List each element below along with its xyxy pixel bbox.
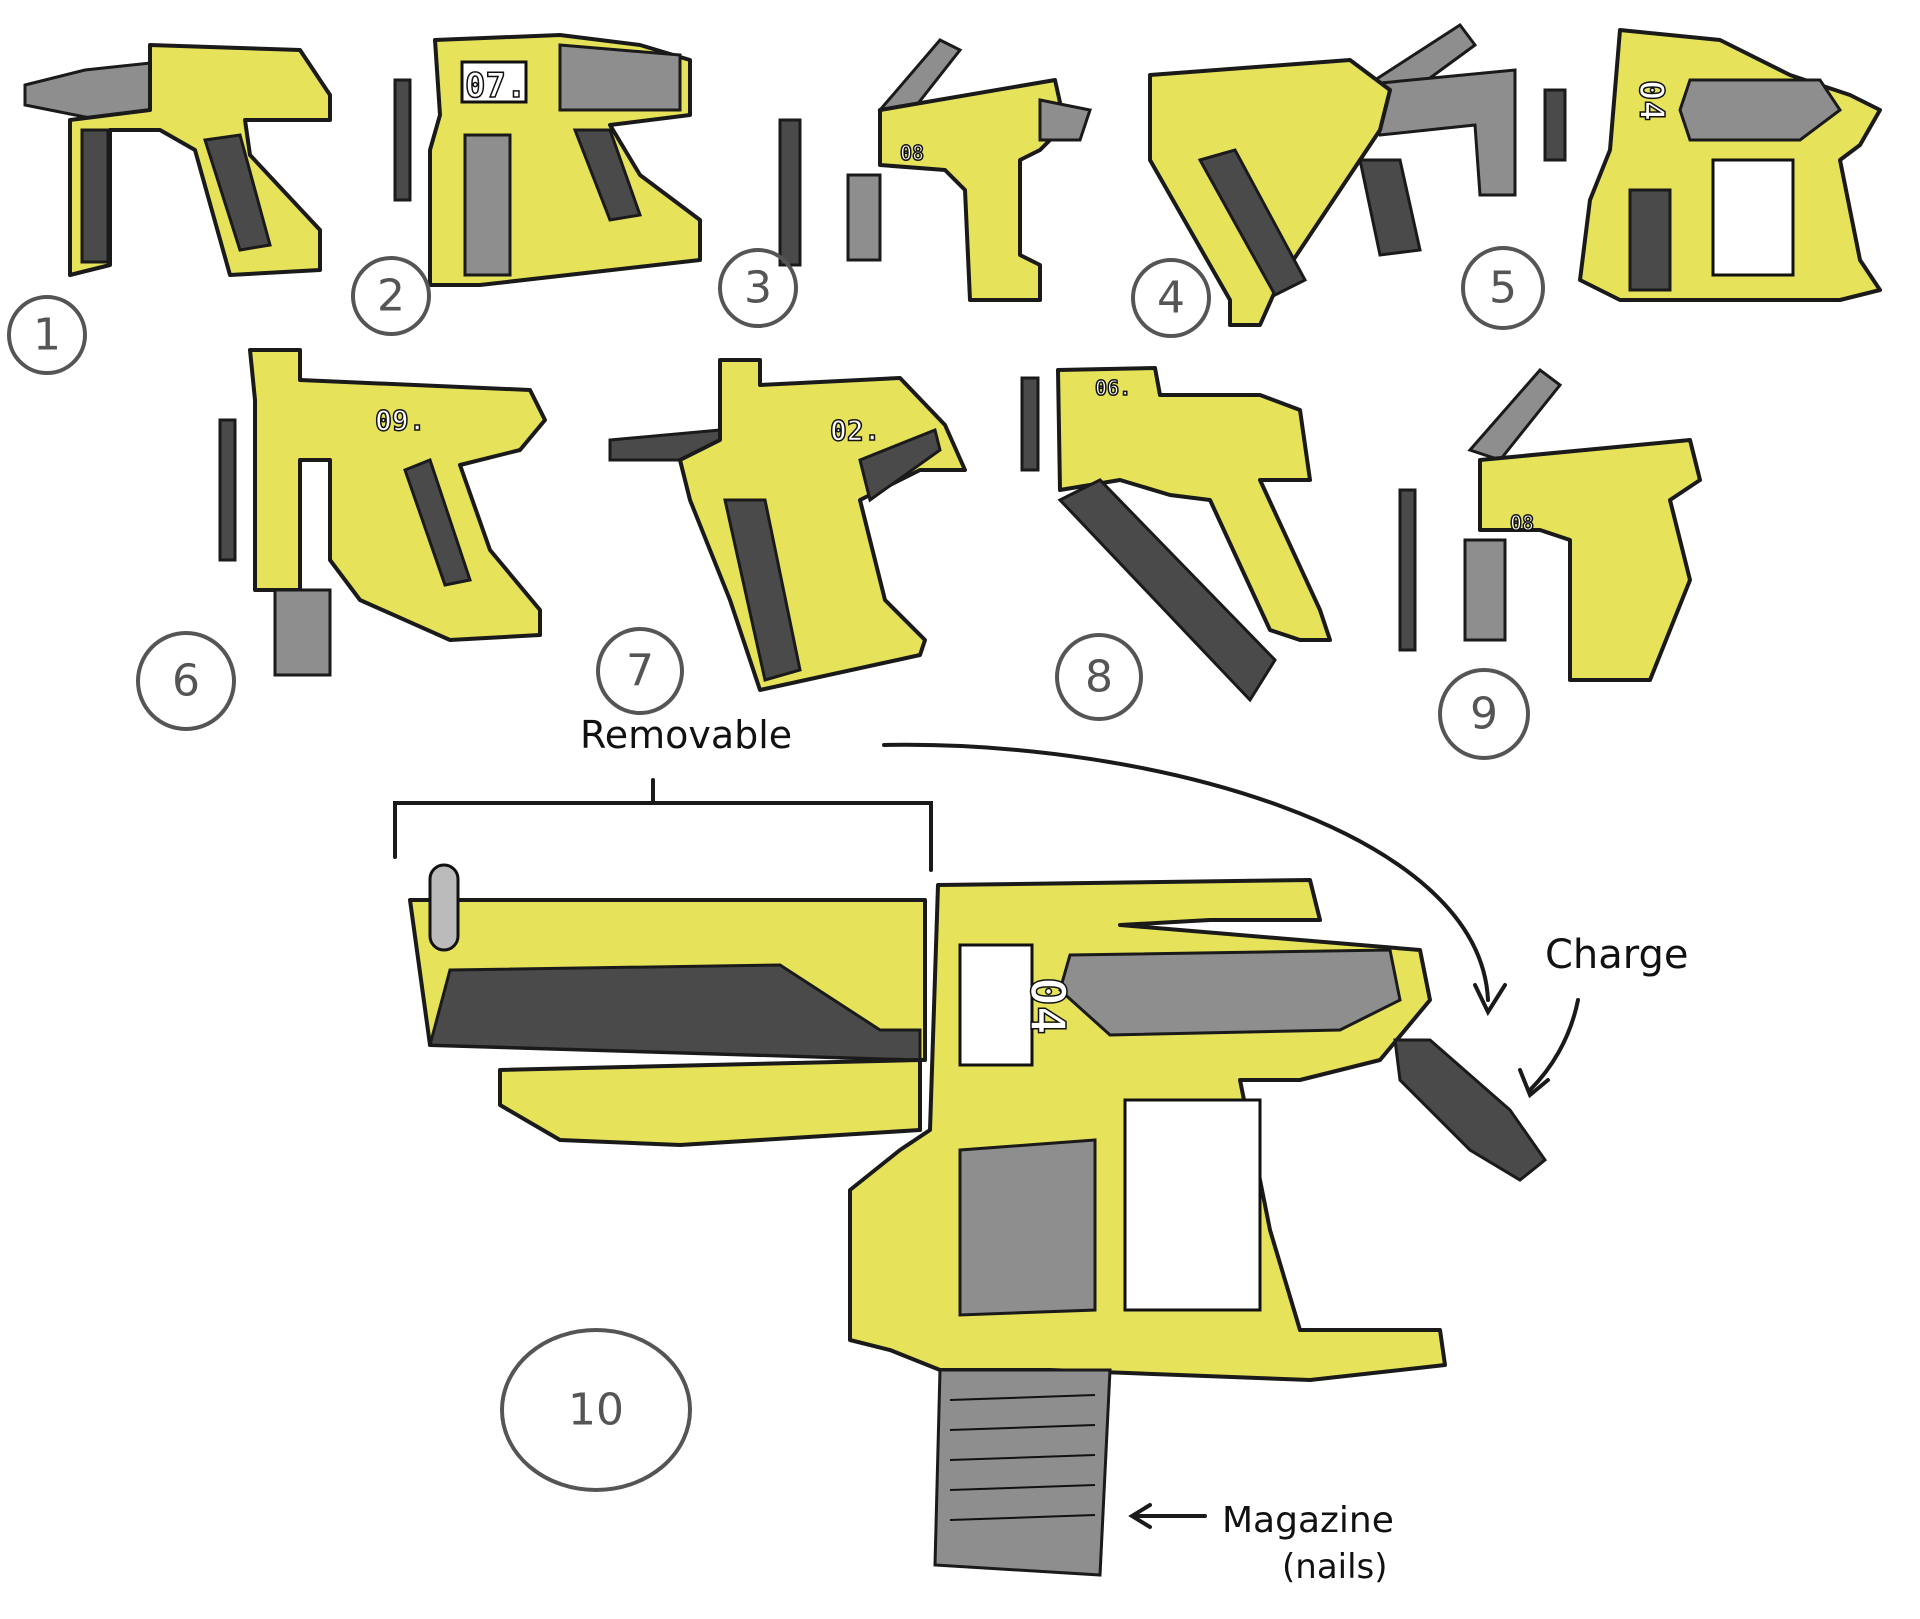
magazine-ribs <box>949 1394 1096 1521</box>
sketch-number: 2 <box>377 271 405 322</box>
sketch-2: 07. 2 <box>351 33 702 336</box>
removable-annotation: Removable <box>580 713 792 757</box>
sketch-3: 08 3 <box>718 38 1092 328</box>
sketch-number: 6 <box>172 656 200 707</box>
sketch-label: 06. <box>1095 376 1131 400</box>
magazine-sub-annotation: (nails) <box>1282 1547 1388 1587</box>
charge-arrow <box>1518 998 1580 1099</box>
sketch-label: 09. <box>375 404 426 437</box>
sketch-label: 07. <box>465 66 526 106</box>
sketch-4: 4 <box>1131 22 1517 338</box>
charge-annotation: Charge <box>1545 932 1689 978</box>
sketch-9: 08 9 <box>1398 367 1702 760</box>
sketch-label: 04 <box>1019 977 1075 1035</box>
curved-arrow <box>882 742 1507 1017</box>
sketch-number: 5 <box>1489 263 1517 314</box>
sketch-number: 9 <box>1470 689 1498 740</box>
magazine-annotation: Magazine <box>1222 1500 1394 1541</box>
sketch-1: 1 <box>7 43 332 375</box>
sketch-6: 09. 6 <box>136 348 547 731</box>
sketch-label: 02. <box>830 414 881 447</box>
sketch-number: 3 <box>744 263 772 314</box>
sketch-8: 06. 8 <box>1020 366 1332 721</box>
sketch-number: 4 <box>1157 273 1185 324</box>
sketch-number: 1 <box>33 310 61 361</box>
sketch-label: 04 <box>1631 80 1671 121</box>
sketch-label: 08 <box>900 141 924 165</box>
sketch-number: 7 <box>626 646 654 697</box>
magazine-arrow <box>1128 1503 1207 1529</box>
sketch-5: 04 5 <box>1461 28 1882 330</box>
sketch-number: 8 <box>1085 652 1113 703</box>
sketch-label: 08 <box>1510 511 1534 535</box>
sketch-7: 02. 7 <box>596 358 967 715</box>
sketch-10: 04 10 <box>408 863 1548 1577</box>
sketch-number: 10 <box>568 1385 624 1436</box>
removable-bracket <box>393 778 933 872</box>
